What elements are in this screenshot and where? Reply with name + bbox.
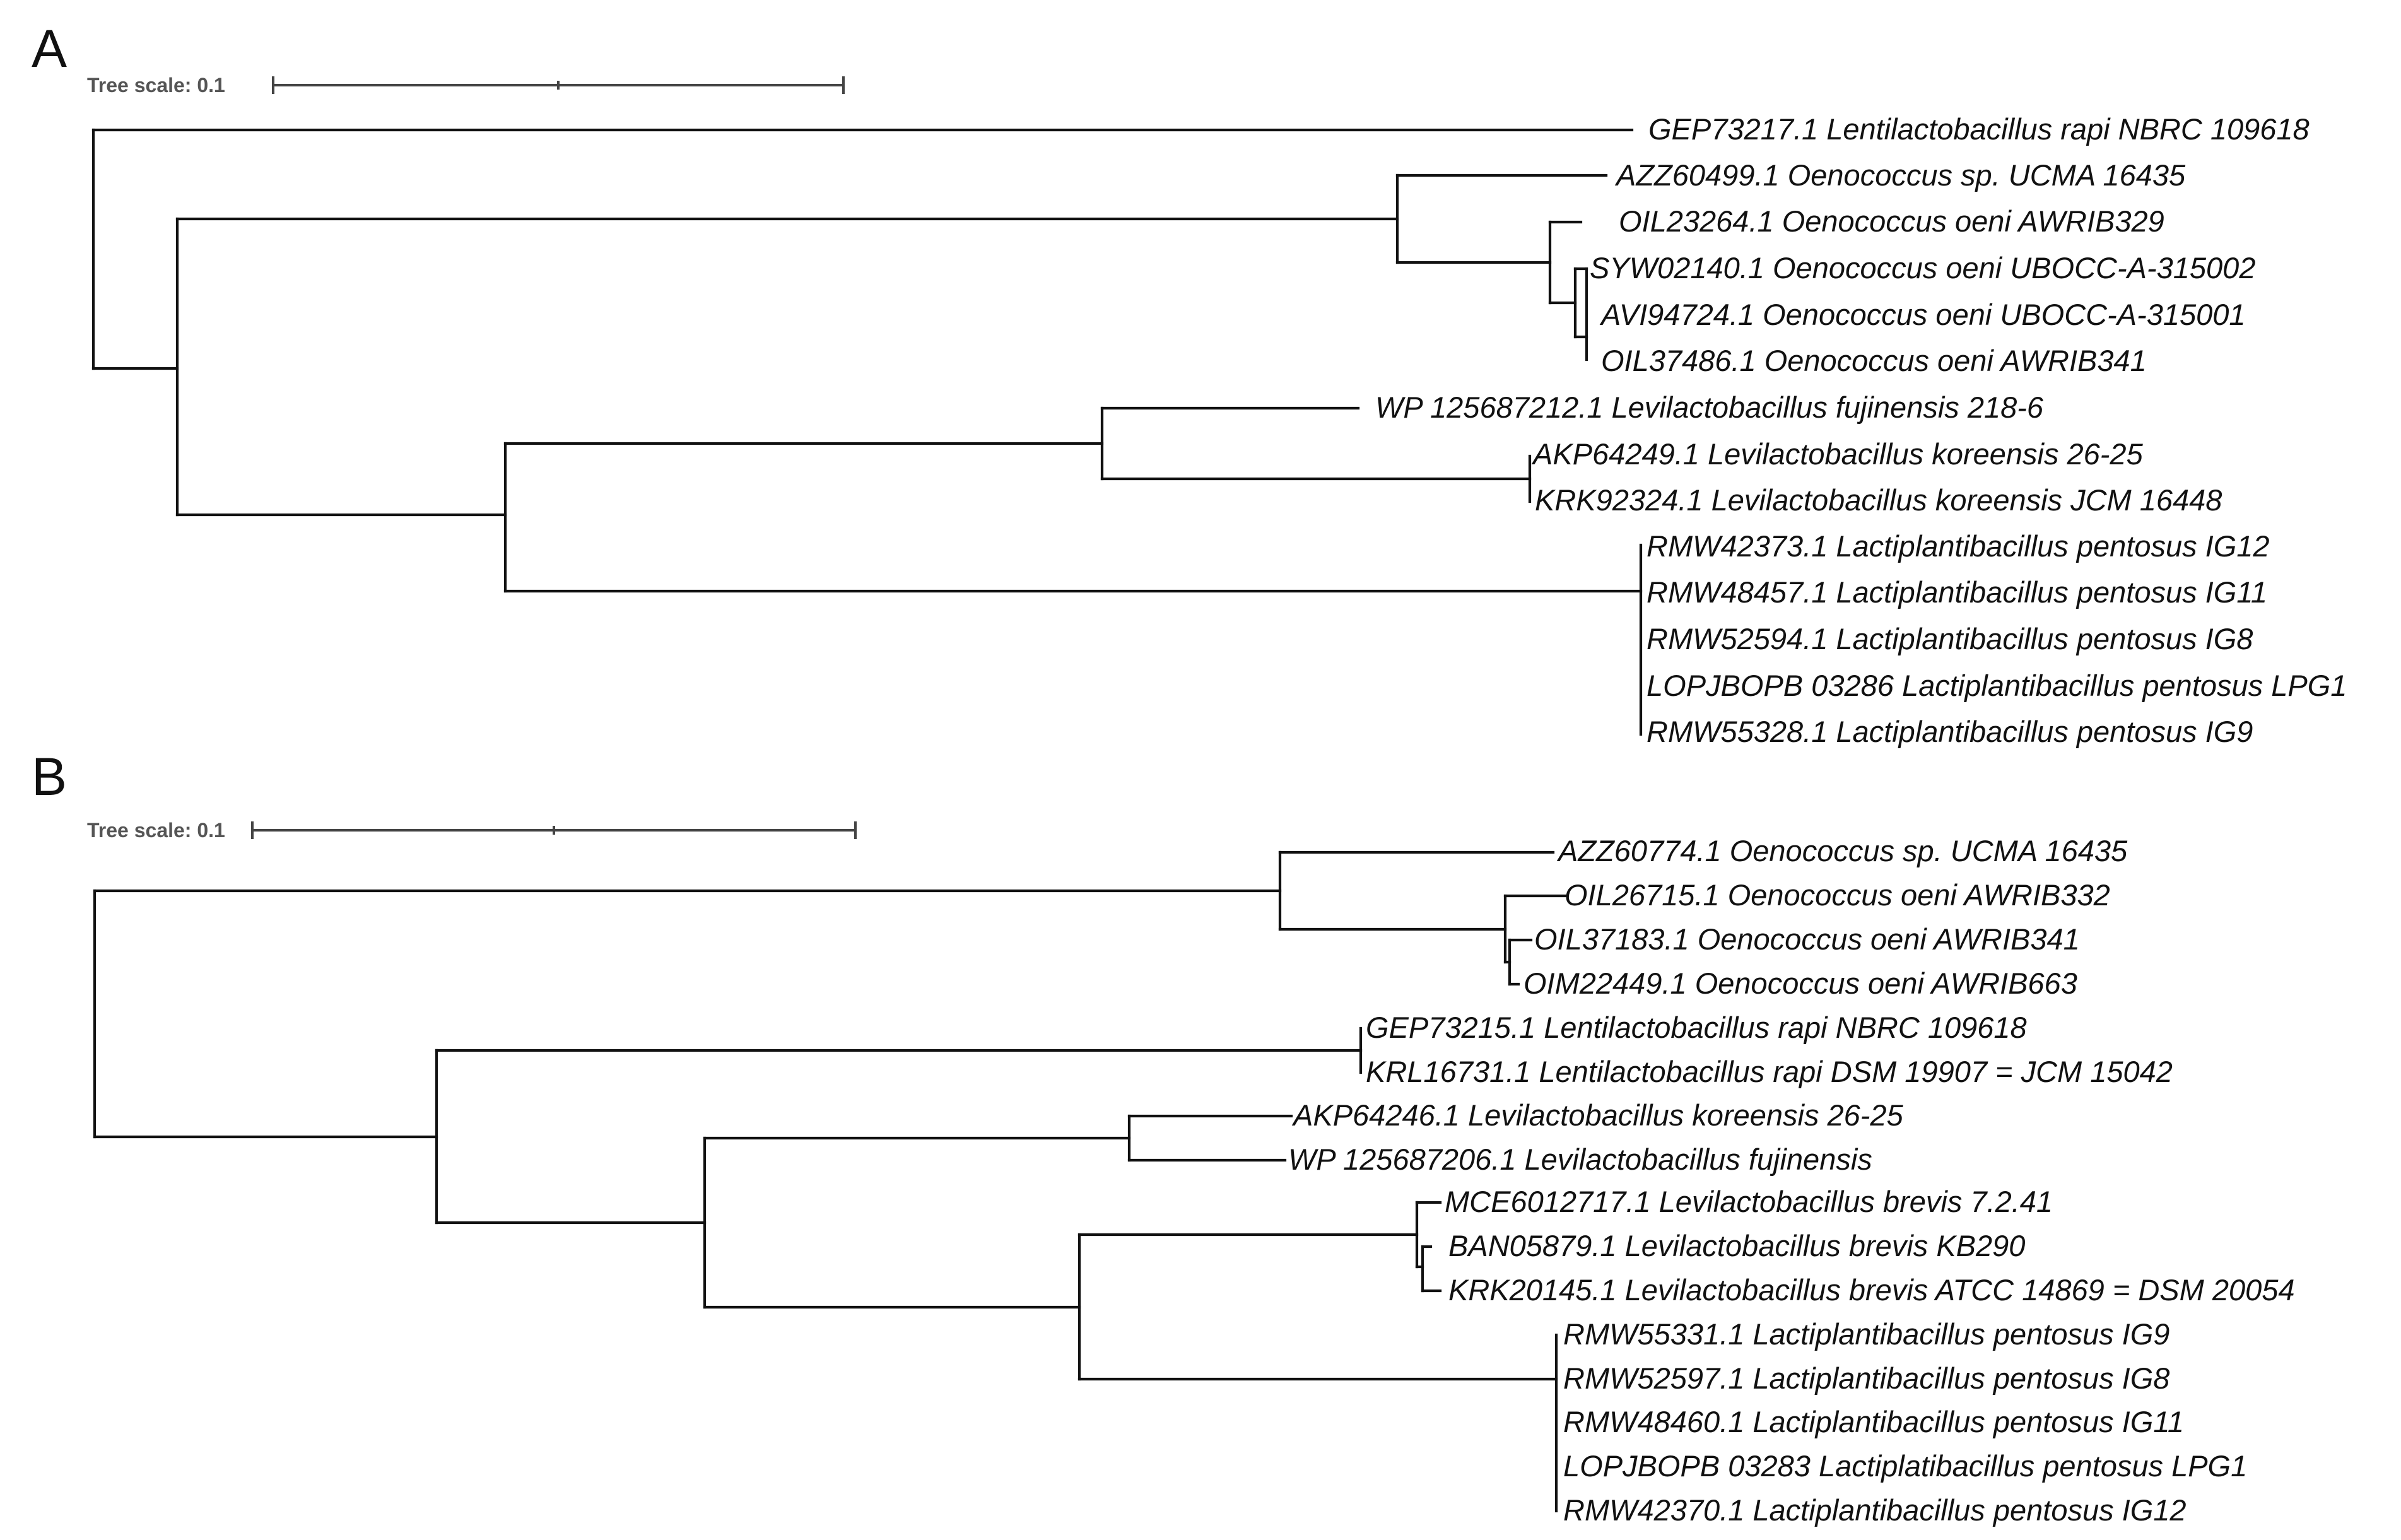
panel-a: A Tree scale: 0.1 (32, 19, 2347, 748)
leaf-label: RMW48457.1 Lactiplantibacillus pentosus … (1647, 575, 2267, 609)
panel-b-tree-scale: Tree scale: 0.1 (87, 819, 857, 842)
panel-b-tree-scale-label: Tree scale: 0.1 (87, 819, 225, 842)
leaf-label: GEP73215.1 Lentilactobacillus rapi NBRC … (1366, 1011, 2027, 1044)
leaf-label: RMW55328.1 Lactiplantibacillus pentosus … (1647, 715, 2253, 748)
panel-a-letter: A (32, 19, 67, 78)
leaf-label: BAN05879.1 Levilactobacillus brevis KB29… (1448, 1229, 2025, 1262)
panel-b: B Tree scale: 0.1 (32, 747, 2295, 1527)
leaf-label: KRK92324.1 Levilactobacillus koreensis J… (1535, 483, 2222, 517)
leaf-label: WP 125687212.1 Levilactobacillus fujinen… (1375, 391, 2044, 424)
leaf-label: LOPJBOPB 03283 Lactiplatibacillus pentos… (1563, 1449, 2247, 1483)
leaf-label: GEP73217.1 Lentilactobacillus rapi NBRC … (1648, 112, 2310, 146)
leaf-label: MCE6012717.1 Levilactobacillus brevis 7.… (1445, 1185, 2053, 1218)
leaf-label: AVI94724.1 Oenococcus oeni UBOCC-A-31500… (1599, 298, 2246, 331)
leaf-label: RMW52594.1 Lactiplantibacillus pentosus … (1647, 622, 2253, 655)
leaf-label: RMW42373.1 Lactiplantibacillus pentosus … (1647, 529, 2270, 563)
leaf-label: OIL37183.1 Oenococcus oeni AWRIB341 (1534, 922, 2080, 956)
panel-a-branches (91, 128, 1643, 736)
leaf-label: AZZ60774.1 Oenococcus sp. UCMA 16435 (1556, 834, 2128, 867)
leaf-label: OIL37486.1 Oenococcus oeni AWRIB341 (1601, 344, 2147, 377)
panel-b-letter: B (32, 747, 67, 806)
leaf-label: AKP64249.1 Levilactobacillus koreensis 2… (1531, 437, 2144, 471)
leaf-label: KRL16731.1 Lentilactobacillus rapi DSM 1… (1366, 1055, 2173, 1088)
leaf-label: RMW55331.1 Lactiplantibacillus pentosus … (1563, 1317, 2169, 1351)
leaf-label: OIM22449.1 Oenococcus oeni AWRIB663 (1523, 967, 2077, 1000)
leaf-label: LOPJBOPB 03286 Lactiplantibacillus pento… (1647, 669, 2347, 702)
leaf-label: RMW52597.1 Lactiplantibacillus pentosus … (1563, 1361, 2169, 1395)
leaf-label: OIL26715.1 Oenococcus oeni AWRIB332 (1564, 878, 2110, 912)
leaf-label: RMW42370.1 Lactiplantibacillus pentosus … (1563, 1493, 2187, 1527)
leaf-label: OIL23264.1 Oenococcus oeni AWRIB329 (1619, 204, 2164, 238)
panel-b-leaf-labels: AZZ60774.1 Oenococcus sp. UCMA 16435 OIL… (1288, 834, 2295, 1527)
panel-a-tree-scale-label: Tree scale: 0.1 (87, 74, 225, 97)
leaf-label: AZZ60499.1 Oenococcus sp. UCMA 16435 (1614, 158, 2186, 192)
leaf-label: WP 125687206.1 Levilactobacillus fujinen… (1288, 1143, 1872, 1176)
leaf-label: KRK20145.1 Levilactobacillus brevis ATCC… (1448, 1273, 2295, 1307)
panel-a-leaf-labels: GEP73217.1 Lentilactobacillus rapi NBRC … (1375, 112, 2347, 748)
panel-b-branches (93, 850, 1568, 1513)
leaf-label: RMW48460.1 Lactiplantibacillus pentosus … (1563, 1405, 2184, 1438)
leaf-label: SYW02140.1 Oenococcus oeni UBOCC-A-31500… (1590, 251, 2255, 285)
leaf-label: AKP64246.1 Levilactobacillus koreensis 2… (1291, 1098, 1904, 1132)
panel-a-tree-scale: Tree scale: 0.1 (87, 74, 845, 97)
